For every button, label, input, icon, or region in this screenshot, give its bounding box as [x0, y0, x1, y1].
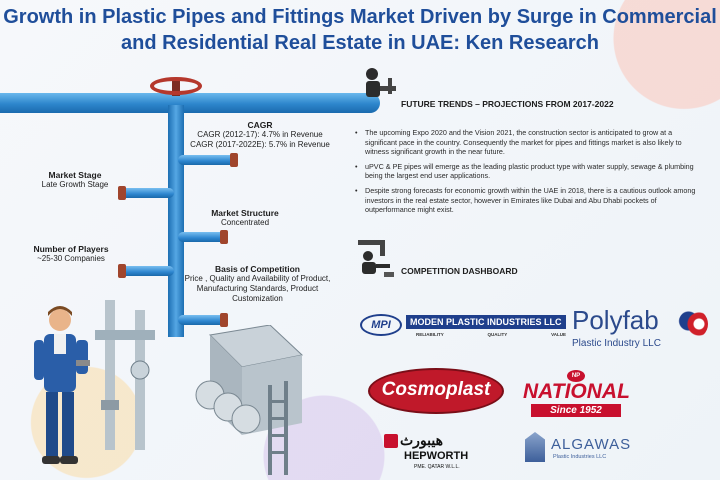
algawas-mark-icon: [525, 432, 545, 462]
national-logo: NP NATIONAL Since 1952: [523, 370, 630, 418]
future-trends-list: The upcoming Expo 2020 and the Vision 20…: [355, 128, 705, 220]
title-line-2: and Residential Real Estate in UAE: Ken …: [121, 32, 599, 54]
valve-wheel-icon: [150, 77, 202, 95]
mpi-tags: RELIABILITY QUALITY VALUE: [416, 332, 566, 337]
main-pipe: [0, 93, 380, 113]
polyfab-name: Polyfab: [572, 305, 659, 335]
polyfab-subtitle: Plastic Industry LLC: [572, 338, 661, 349]
branch-basis: [178, 313, 228, 327]
plumber-repair-icon: [358, 240, 394, 277]
cosmoplast-logo: Cosmoplast: [368, 368, 504, 414]
plumber-illustration: [34, 306, 90, 464]
mpi-mark: MPI: [360, 314, 402, 336]
mpi-tag: RELIABILITY: [416, 332, 444, 337]
branch-cagr: [178, 153, 238, 167]
cagr-line-2: CAGR (2017-2022E): 5.7% in Revenue: [190, 140, 330, 149]
algawas-name: ALGAWAS: [551, 436, 632, 453]
national-name: NATIONAL: [523, 380, 630, 403]
hepworth-arabic: هيبورث: [400, 432, 444, 448]
players-value: ~25-30 Companies: [37, 254, 105, 263]
polyfab-mark-icon: [678, 309, 708, 339]
market-stage-value: Late Growth Stage: [41, 180, 109, 189]
trend-item: uPVC & PE pipes will emerge as the leadi…: [355, 162, 705, 181]
cagr-heading: CAGR: [247, 120, 273, 130]
pipe-stack-illustration: [195, 325, 304, 475]
national-since: Since 1952: [531, 404, 621, 417]
basis-line-1: Price , Quality and Availability of Prod…: [184, 274, 331, 283]
cosmoplast-oval: [368, 368, 504, 414]
future-trends-heading: FUTURE TRENDS – PROJECTIONS FROM 2017-20…: [401, 99, 614, 109]
competition-heading: COMPETITION DASHBOARD: [401, 266, 518, 276]
hepworth-logo: هيبورث HEPWORTH PME. QATAR W.L.L.: [380, 432, 480, 476]
market-stage-block: Market Stage Late Growth Stage: [10, 170, 140, 190]
algawas-logo: ALGAWAS Plastic Industries LLC: [525, 430, 645, 470]
basis-line-3: Customization: [232, 294, 283, 303]
branch-market-stage: [118, 186, 174, 200]
cagr-line-1: CAGR (2012-17): 4.7% in Revenue: [197, 130, 323, 139]
mpi-logo: MPI MODEN PLASTIC INDUSTRIES LLC RELIABI…: [360, 312, 566, 342]
plumber-with-pipe-icon: [366, 68, 396, 97]
branch-players: [118, 264, 174, 278]
hepworth-name: HEPWORTH: [404, 450, 469, 462]
title-line-1: Growth in Plastic Pipes and Fittings Mar…: [3, 6, 717, 28]
players-heading: Number of Players: [33, 244, 109, 254]
national-np-badge: NP: [567, 370, 585, 382]
basis-heading: Basis of Competition: [214, 264, 300, 274]
polyfab-logo: Polyfab Plastic Industry LLC: [570, 305, 715, 353]
page-title: Growth in Plastic Pipes and Fittings Mar…: [0, 4, 720, 56]
branch-market-structure: [178, 230, 228, 244]
basis-line-2: Manufacturing Standards, Product: [196, 284, 319, 293]
cagr-block: CAGR CAGR (2012-17): 4.7% in Revenue CAG…: [170, 120, 350, 150]
market-stage-heading: Market Stage: [48, 170, 102, 180]
trend-item: The upcoming Expo 2020 and the Vision 20…: [355, 128, 705, 157]
pipe-fittings-illustration: [95, 300, 155, 450]
hepworth-subtitle: PME. QATAR W.L.L.: [414, 464, 460, 470]
mpi-name: MODEN PLASTIC INDUSTRIES LLC: [406, 315, 566, 329]
basis-block: Basis of Competition Price , Quality and…: [170, 264, 345, 304]
mpi-tag: VALUE: [551, 332, 566, 337]
algawas-subtitle: Plastic Industries LLC: [553, 454, 607, 460]
trend-item: Despite strong forecasts for economic gr…: [355, 186, 705, 215]
cosmoplast-name: Cosmoplast: [381, 379, 491, 400]
mpi-tag: QUALITY: [487, 332, 508, 337]
players-block: Number of Players ~25-30 Companies: [6, 244, 136, 264]
market-structure-heading: Market Structure: [211, 208, 279, 218]
market-structure-block: Market Structure Concentrated: [185, 208, 305, 228]
market-structure-value: Concentrated: [220, 218, 270, 227]
hepworth-mark-icon: [384, 434, 398, 448]
